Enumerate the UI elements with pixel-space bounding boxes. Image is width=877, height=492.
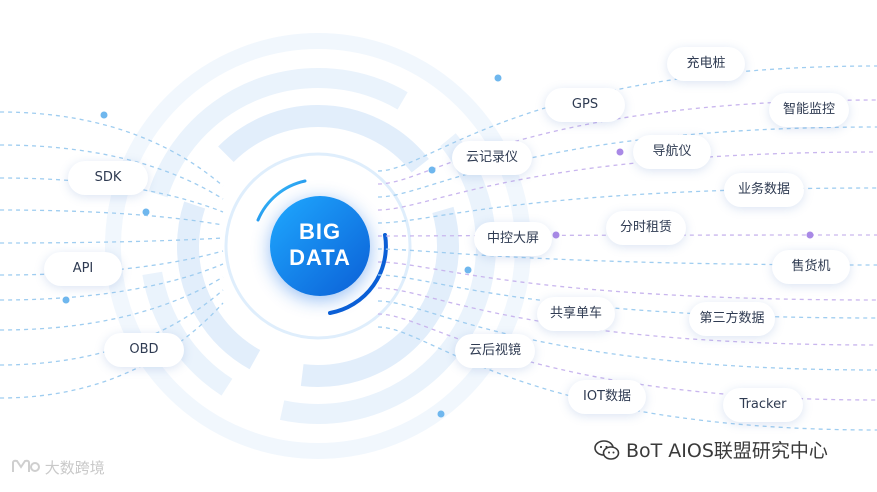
link-dot <box>494 74 502 82</box>
hub-line-1: BIG <box>298 219 342 244</box>
node-third-party-data: 第三方数据 <box>689 302 775 336</box>
node-smart-monitor: 智能监控 <box>769 93 849 127</box>
hub-line-2: DATA <box>289 245 351 270</box>
link-dot <box>62 296 70 304</box>
link-dot <box>552 231 560 239</box>
watermark-bot-aios: BoT AIOS联盟研究中心 <box>594 436 828 463</box>
dashed-link <box>377 65 877 172</box>
node-charging-pile: 充电桩 <box>667 47 745 81</box>
dashed-link <box>377 261 877 301</box>
link-dot <box>806 231 814 239</box>
watermark-dashu: 大数跨境 <box>10 457 105 478</box>
link-dot <box>616 148 624 156</box>
dashed-link <box>377 326 877 431</box>
dashed-link <box>0 237 224 244</box>
node-cloud-rear-mirror: 云后视镜 <box>455 334 535 368</box>
node-sdk: SDK <box>68 161 148 195</box>
dashed-link <box>0 263 224 301</box>
dashed-link <box>377 99 877 185</box>
link-dots <box>62 74 814 418</box>
link-dot <box>437 410 445 418</box>
dashed-link <box>377 151 877 211</box>
node-business-data: 业务数据 <box>724 173 804 207</box>
wechat-icon <box>594 440 620 460</box>
node-gps: GPS <box>545 88 625 122</box>
big-data-hub: BIG DATA <box>270 196 370 296</box>
watermark-left-text: 大数跨境 <box>44 459 105 477</box>
link-dot <box>100 111 108 119</box>
node-iot-data: IOT数据 <box>568 380 646 414</box>
node-api: API <box>44 252 122 286</box>
node-vending-machine: 售货机 <box>772 250 850 284</box>
brand-logo-icon <box>12 459 40 472</box>
dashed-link <box>377 287 877 346</box>
link-dot <box>464 266 472 274</box>
dashed-link <box>0 209 224 226</box>
node-central-screen: 中控大屏 <box>474 222 552 256</box>
node-time-rental: 分时租赁 <box>606 211 686 245</box>
dashed-link <box>0 276 224 331</box>
node-obd: OBD <box>104 333 184 367</box>
dashed-link <box>377 234 877 237</box>
dashed-link <box>0 250 224 276</box>
link-dot <box>142 208 150 216</box>
dashed-link <box>0 111 224 187</box>
dashed-link <box>377 126 877 198</box>
link-dot <box>428 166 436 174</box>
watermark-right-text: BoT AIOS联盟研究中心 <box>626 440 828 462</box>
dashed-link <box>0 302 224 399</box>
dashed-link <box>377 248 877 266</box>
node-tracker: Tracker <box>723 388 803 422</box>
node-bike-sharing: 共享单车 <box>537 297 615 331</box>
node-cloud-recorder: 云记录仪 <box>452 141 532 175</box>
node-navigator: 导航仪 <box>633 135 711 169</box>
